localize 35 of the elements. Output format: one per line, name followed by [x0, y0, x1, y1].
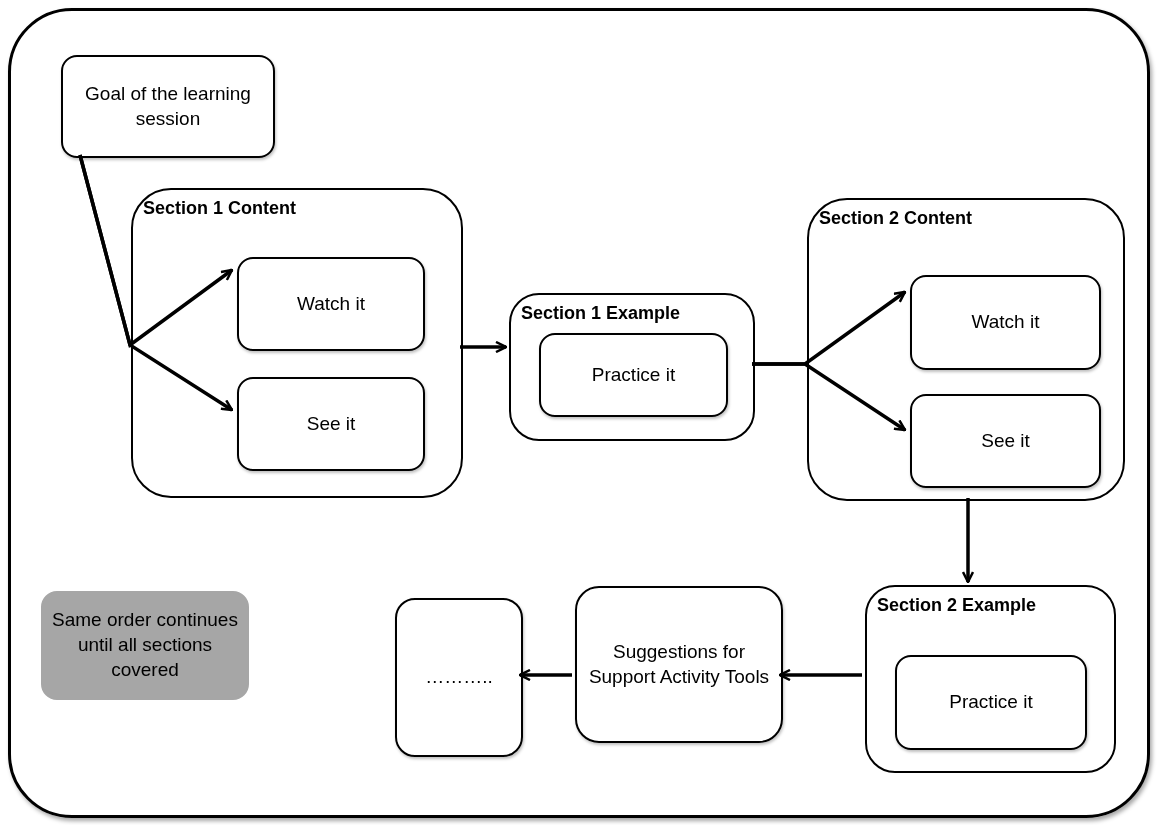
step-box [895, 655, 1087, 750]
step-box [910, 275, 1101, 370]
step-label: Watch it [296, 291, 366, 316]
note-box [41, 591, 249, 700]
step-label: ……….. [424, 665, 494, 690]
step-label: Suggestions for Support Activity Tools [587, 639, 771, 689]
step-label: Practice it [590, 362, 677, 387]
step-box [539, 333, 728, 417]
section-box [131, 188, 463, 498]
step-box [237, 377, 425, 471]
section-title: Section 2 Example [877, 595, 1037, 616]
step-box [237, 257, 425, 351]
frame-box [8, 8, 1150, 818]
arrow [752, 362, 907, 432]
step-box [395, 598, 523, 757]
step-box [575, 586, 783, 743]
section-box [509, 293, 755, 441]
section-title: Section 2 Content [819, 208, 972, 229]
step-label: See it [980, 428, 1031, 453]
step-box [910, 394, 1101, 488]
arrow [518, 668, 572, 682]
step-label: Watch it [970, 310, 1041, 335]
step-label: Practice it [948, 690, 1034, 715]
step-label: Same order continues until all sections covered [51, 608, 239, 682]
step-box [61, 55, 275, 158]
step-label: See it [305, 411, 357, 436]
section-title: Section 1 Content [143, 198, 296, 219]
arrow [78, 154, 234, 412]
arrow [961, 498, 975, 584]
step-label: Goal of the learning session [84, 81, 252, 131]
arrow [460, 340, 508, 354]
arrow [778, 668, 862, 682]
section-title: Section 1 Example [521, 303, 681, 324]
section-box [807, 198, 1125, 501]
section-box [865, 585, 1116, 773]
